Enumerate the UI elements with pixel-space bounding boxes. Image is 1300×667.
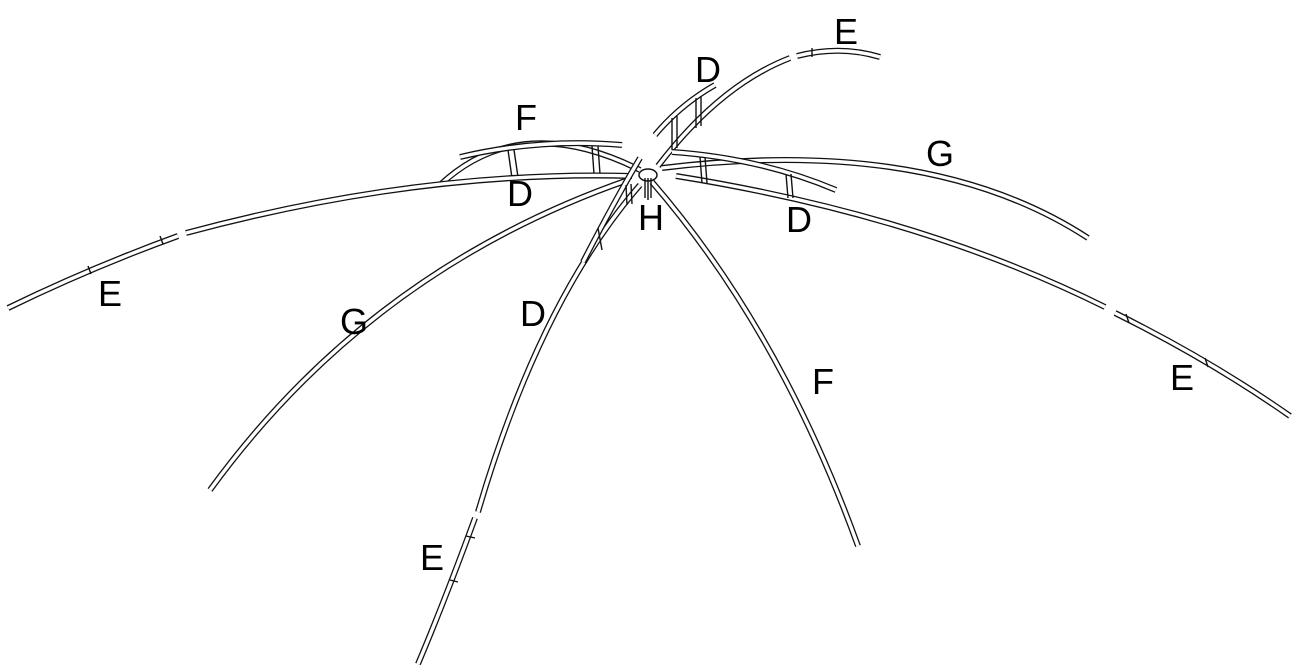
rib-e-left: [6, 233, 180, 311]
rib-back-left-short: [459, 140, 623, 160]
rib-g-back-right: [661, 157, 1090, 241]
label-g-front-left: G: [340, 301, 368, 342]
rib-d-front: [475, 183, 643, 513]
rib-d-left: [185, 172, 633, 236]
braces-back-left: [507, 145, 601, 179]
rib-top-short: [652, 82, 717, 137]
rib-d-top: [655, 55, 792, 168]
rib-right-short: [671, 149, 838, 193]
label-d-right: D: [786, 199, 812, 240]
rib-front-short: [580, 156, 643, 264]
label-e-right: E: [1170, 357, 1194, 398]
braces-front: [597, 183, 633, 251]
rib-g-front-left: [207, 177, 629, 492]
label-g-back-right: G: [926, 133, 954, 174]
center-hub: [638, 168, 658, 200]
rib-e-bottom: [415, 516, 478, 666]
label-e-bottom: E: [420, 537, 444, 578]
braces-top: [671, 96, 702, 150]
braces-right: [699, 156, 794, 199]
label-f-front-right: F: [812, 361, 834, 402]
rib-d-right: [675, 173, 1107, 310]
label-e-top: E: [834, 11, 858, 52]
label-f-back: F: [515, 97, 537, 138]
label-d-top: D: [695, 49, 721, 90]
rib-e-top: [796, 47, 881, 60]
label-d-left: D: [507, 173, 533, 214]
label-e-left: E: [98, 273, 122, 314]
rib-e-right: [1113, 310, 1292, 419]
rib-f-front-right: [649, 180, 861, 548]
label-h-hub: H: [638, 197, 664, 238]
label-d-front: D: [520, 293, 546, 334]
